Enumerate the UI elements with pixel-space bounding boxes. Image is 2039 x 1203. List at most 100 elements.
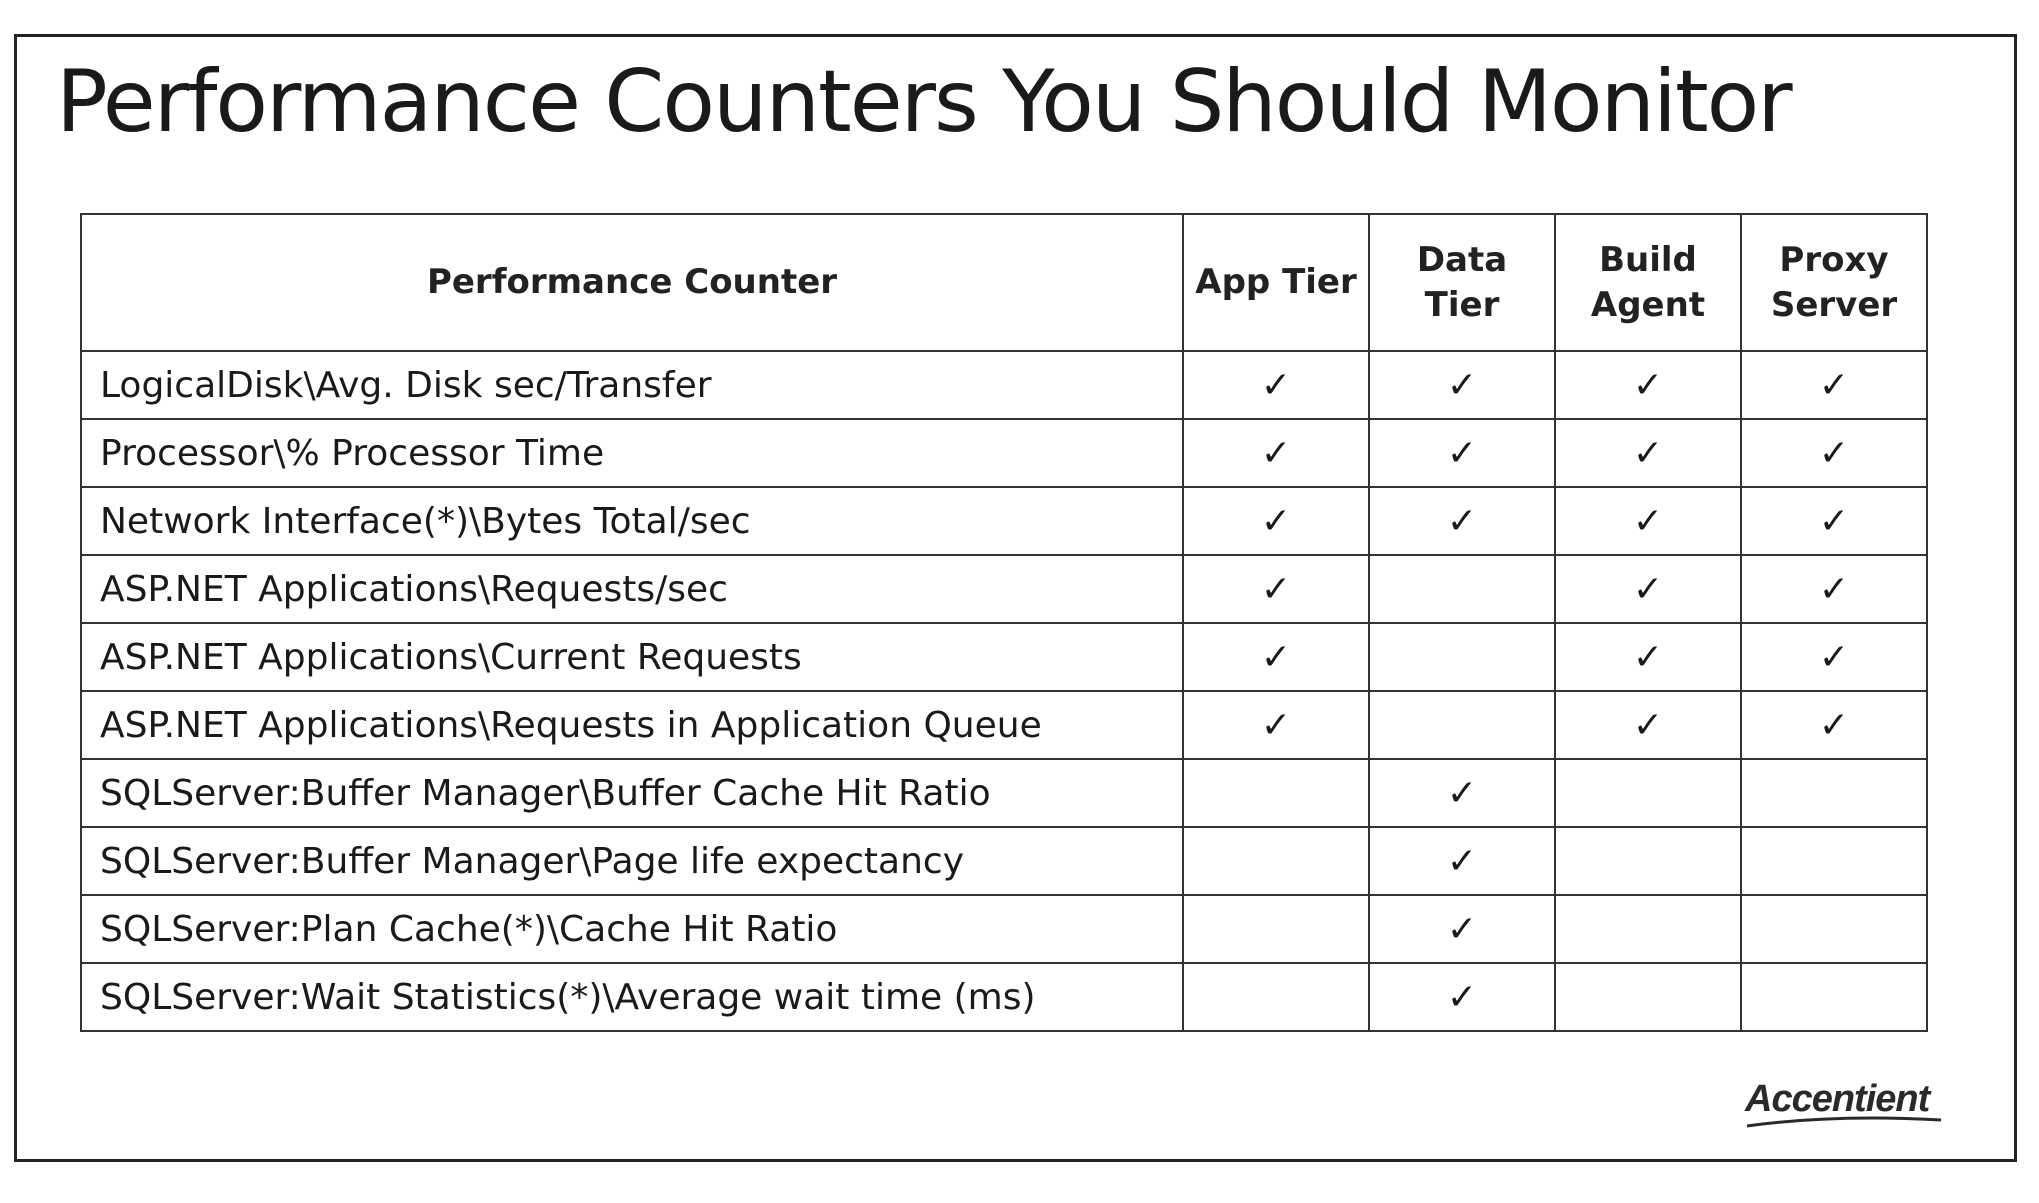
cell-app-tier: ✓ [1182, 486, 1370, 556]
checkmark-icon: ✓ [1260, 364, 1292, 406]
checkmark-icon: ✓ [1632, 636, 1664, 678]
checkmark-icon: ✓ [1446, 908, 1478, 950]
cell-build-agent [1554, 894, 1742, 964]
table-row: SQLServer:Wait Statistics(*)\Average wai… [80, 962, 1928, 1032]
counter-name: ASP.NET Applications\Requests/sec [80, 554, 1184, 624]
cell-build-agent: ✓ [1554, 554, 1742, 624]
column-header-label: Agent [1590, 284, 1706, 325]
cell-app-tier: ✓ [1182, 554, 1370, 624]
checkmark-icon: ✓ [1260, 636, 1292, 678]
checkmark-icon: ✓ [1632, 568, 1664, 610]
checkmark-icon: ✓ [1632, 432, 1664, 474]
cell-app-tier: ✓ [1182, 418, 1370, 488]
cell-proxy-server [1740, 894, 1928, 964]
cell-app-tier: ✓ [1182, 350, 1370, 420]
counter-name: Processor\% Processor Time [80, 418, 1184, 488]
table-row: SQLServer:Buffer Manager\Buffer Cache Hi… [80, 758, 1928, 828]
cell-data-tier: ✓ [1368, 418, 1556, 488]
column-header-label: Server [1770, 284, 1898, 325]
counter-name: SQLServer:Buffer Manager\Buffer Cache Hi… [80, 758, 1184, 828]
cell-proxy-server: ✓ [1740, 418, 1928, 488]
page-title: Performance Counters You Should Monitor [56, 52, 1793, 152]
checkmark-icon: ✓ [1632, 704, 1664, 746]
cell-data-tier: ✓ [1368, 486, 1556, 556]
cell-build-agent: ✓ [1554, 486, 1742, 556]
logo-swoosh-icon [1746, 1116, 1942, 1128]
counter-name: ASP.NET Applications\Requests in Applica… [80, 690, 1184, 760]
table-header: Performance Counter App Tier Data Tier Buil… [80, 213, 1928, 352]
cell-data-tier: ✓ [1368, 350, 1556, 420]
cell-data-tier: ✓ [1368, 894, 1556, 964]
checkmark-icon: ✓ [1818, 432, 1850, 474]
checkmark-icon: ✓ [1446, 364, 1478, 406]
checkmark-icon: ✓ [1446, 500, 1478, 542]
checkmark-icon: ✓ [1260, 432, 1292, 474]
counter-name: SQLServer:Plan Cache(*)\Cache Hit Ratio [80, 894, 1184, 964]
cell-proxy-server: ✓ [1740, 622, 1928, 692]
cell-build-agent: ✓ [1554, 690, 1742, 760]
cell-app-tier [1182, 826, 1370, 896]
checkmark-icon: ✓ [1446, 772, 1478, 814]
cell-proxy-server: ✓ [1740, 350, 1928, 420]
cell-proxy-server [1740, 962, 1928, 1032]
table-row: ASP.NET Applications\Current Requests ✓ ✓ ✓ [80, 622, 1928, 692]
cell-build-agent [1554, 826, 1742, 896]
header-row: Performance Counter App Tier Data Tier Buil… [80, 213, 1928, 352]
checkmark-icon: ✓ [1818, 500, 1850, 542]
table-row: SQLServer:Buffer Manager\Page life expec… [80, 826, 1928, 896]
checkmark-icon: ✓ [1260, 704, 1292, 746]
table-row: Network Interface(*)\Bytes Total/sec ✓ ✓ ✓ ✓ [80, 486, 1928, 556]
checkmark-icon: ✓ [1632, 364, 1664, 406]
cell-app-tier: ✓ [1182, 690, 1370, 760]
checkmark-icon: ✓ [1260, 500, 1292, 542]
checkmark-icon: ✓ [1818, 364, 1850, 406]
logo-wordmark: Accentient [1745, 1078, 1930, 1120]
table-body: LogicalDisk\Avg. Disk sec/Transfer✓✓✓✓Pr… [80, 350, 1928, 1032]
counter-name: SQLServer:Wait Statistics(*)\Average wai… [80, 962, 1184, 1032]
table-row: ASP.NET Applications\Requests/sec✓✓✓ [80, 554, 1928, 624]
checkmark-icon: ✓ [1818, 704, 1850, 746]
table-row: LogicalDisk\Avg. Disk sec/Transfer ✓ ✓ ✓ ✓ [80, 350, 1928, 420]
counter-name: Network Interface(*)\Bytes Total/sec [80, 486, 1184, 556]
cell-app-tier [1182, 962, 1370, 1032]
cell-build-agent [1554, 962, 1742, 1032]
checkmark-icon: ✓ [1818, 636, 1850, 678]
cell-build-agent: ✓ [1554, 350, 1742, 420]
table-row: SQLServer:Plan Cache(*)\Cache Hit Ratio ✓ [80, 894, 1928, 964]
cell-app-tier [1182, 758, 1370, 828]
cell-data-tier: ✓ [1368, 758, 1556, 828]
cell-proxy-server [1740, 826, 1928, 896]
cell-proxy-server: ✓ [1740, 554, 1928, 624]
column-header-app-tier: App Tier [1182, 213, 1370, 352]
accentient-logo: Accentient [1745, 1078, 1965, 1138]
performance-counter-table: Performance Counter App Tier Data Tier Buil… [80, 213, 1928, 1032]
checkmark-icon: ✓ [1818, 568, 1850, 610]
table-row: ASP.NET Applications\Requests in Applica… [80, 690, 1928, 760]
checkmark-icon: ✓ [1446, 432, 1478, 474]
cell-proxy-server: ✓ [1740, 690, 1928, 760]
table-row: Processor\% Processor Time ✓ ✓ ✓ ✓ [80, 418, 1928, 488]
cell-proxy-server: ✓ [1740, 486, 1928, 556]
counter-name: SQLServer:Buffer Manager\Page life expec… [80, 826, 1184, 896]
column-header-data-tier: Data Tier [1368, 213, 1556, 352]
cell-build-agent: ✓ [1554, 622, 1742, 692]
column-header-counter: Performance Counter [80, 213, 1184, 352]
counter-name: LogicalDisk\Avg. Disk sec/Transfer [80, 350, 1184, 420]
cell-data-tier [1368, 554, 1556, 624]
column-header-label: Proxy [1779, 240, 1889, 281]
column-header-label: Data Tier [1416, 240, 1508, 325]
counter-name: ASP.NET Applications\Current Requests [80, 622, 1184, 692]
cell-data-tier: ✓ [1368, 826, 1556, 896]
cell-app-tier: ✓ [1182, 622, 1370, 692]
column-header-label: Build [1599, 240, 1697, 281]
cell-data-tier: ✓ [1368, 962, 1556, 1032]
cell-data-tier [1368, 622, 1556, 692]
checkmark-icon: ✓ [1446, 840, 1478, 882]
cell-build-agent: ✓ [1554, 418, 1742, 488]
checkmark-icon: ✓ [1632, 500, 1664, 542]
cell-app-tier [1182, 894, 1370, 964]
cell-proxy-server [1740, 758, 1928, 828]
column-header-label: App Tier [1195, 262, 1357, 303]
